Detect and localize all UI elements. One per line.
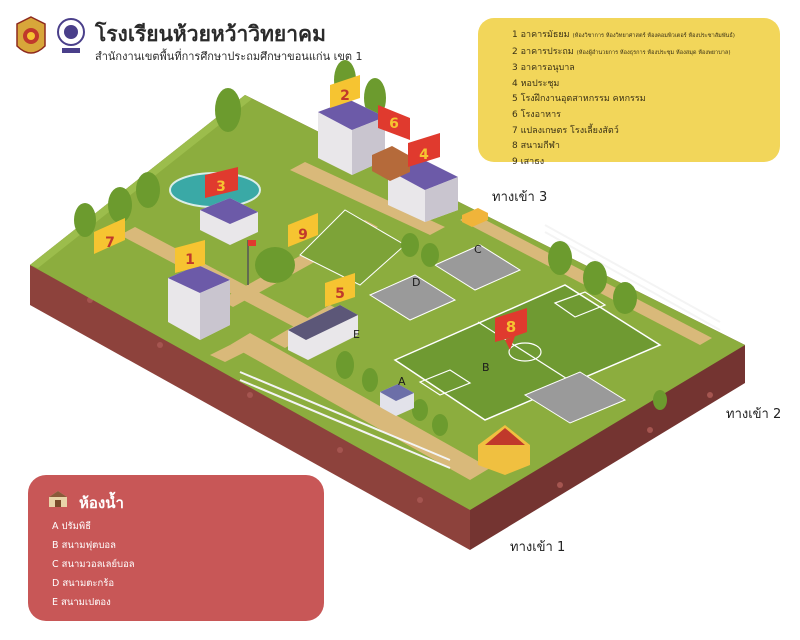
temple (478, 425, 530, 475)
marker-9: 9 (288, 213, 318, 247)
page-title: โรงเรียนห้วยหว้าวิทยาคม (95, 22, 326, 46)
court-letter-d: D (412, 276, 421, 289)
fence (239, 224, 721, 469)
building-1 (168, 265, 230, 340)
marker-3: 3 (205, 167, 238, 198)
legend-item: 1 อาคารมัธยม (ห้องวิชาการ ห้องวิทยาศาสตร… (512, 30, 735, 40)
court-letter-e: E (353, 328, 360, 341)
court-letter-a: A (398, 375, 406, 388)
legend-item: 7 แปลงเกษตร โรงเลี้ยงสัตว์ (512, 125, 619, 136)
toilet-legend: ห้องน้ำ A ปรัมพิธี B สนามฟุตบอล C สนามวอ… (28, 475, 324, 621)
bus (462, 208, 488, 227)
marker-2: 2 (330, 75, 360, 108)
court-c (433, 244, 522, 291)
legend-item: 4 หอประชุม (512, 78, 560, 89)
marker-1: 1 (175, 240, 205, 273)
legend-item: 8 สนามกีฬา (512, 141, 560, 152)
toilet-list: A ปรัมพิธี B สนามฟุตบอล C สนามวอลเลย์บอล… (52, 517, 135, 612)
svg-text:3: 3 (216, 179, 226, 195)
legend-item: 2 อาคารประถม (ห้องผู้อำนวยการ ห้องธุรการ… (512, 46, 731, 57)
toilet-title: ห้องน้ำ (79, 494, 124, 512)
building-5 (288, 305, 358, 360)
building-3 (200, 198, 258, 245)
school-logo-icon (16, 16, 46, 54)
marker-7: 7 (94, 218, 125, 254)
page-subtitle: สำนักงานเขตพื้นที่การศึกษาประถมศึกษาขอนแ… (95, 50, 363, 63)
court-letter-c: C (474, 243, 482, 256)
svg-text:1: 1 (185, 252, 195, 268)
toilet-item: B สนามฟุตบอล (52, 540, 116, 551)
marker-6: 6 (378, 105, 410, 140)
legend-item: 6 โรงอาหาร (512, 109, 561, 120)
building-legend: 1 อาคารมัธยม (ห้องวิชาการ ห้องวิทยาศาสตร… (478, 18, 780, 167)
sports-field (393, 284, 662, 421)
legend-list: 1 อาคารมัธยม (ห้องวิชาการ ห้องวิทยาศาสตร… (478, 18, 780, 170)
svg-text:8: 8 (506, 318, 516, 336)
marker-4: 4 (408, 133, 440, 167)
legend-item: 9 เสาธง (512, 156, 545, 167)
building-2 (318, 100, 385, 175)
legend-item: 5 โรงฝึกงานอุตสาหกรรม คหกรรม (512, 94, 646, 105)
svg-text:5: 5 (335, 286, 345, 302)
toilet-item: E สนามเปตอง (52, 597, 111, 608)
legend-item: 3 อาคารอนุบาล (512, 63, 575, 74)
court-d (368, 274, 457, 321)
toilet-item: A ปรัมพิธี (52, 521, 91, 532)
entrance-3-label: ทางเข้า 3 (492, 190, 548, 205)
building-6 (372, 146, 410, 181)
marker-8: 8 (495, 308, 527, 350)
svg-text:2: 2 (340, 88, 350, 104)
toilet-a-building (380, 384, 414, 416)
toilet-building-icon (49, 491, 67, 507)
svg-text:4: 4 (419, 147, 429, 163)
flagpole (247, 240, 256, 285)
entrance-2-label: ทางเข้า 2 (726, 407, 782, 422)
svg-text:7: 7 (105, 235, 115, 251)
office-logo-icon (57, 18, 85, 53)
basketball-court (523, 371, 627, 424)
toilet-item: D สนามตะกร้อ (52, 578, 115, 589)
marker-5: 5 (325, 273, 355, 307)
entrance-1-label: ทางเข้า 1 (510, 540, 566, 555)
court-letter-b: B (482, 361, 490, 374)
svg-text:9: 9 (298, 227, 308, 243)
toilet-item: C สนามวอลเลย์บอล (52, 559, 135, 570)
svg-text:6: 6 (389, 116, 399, 132)
